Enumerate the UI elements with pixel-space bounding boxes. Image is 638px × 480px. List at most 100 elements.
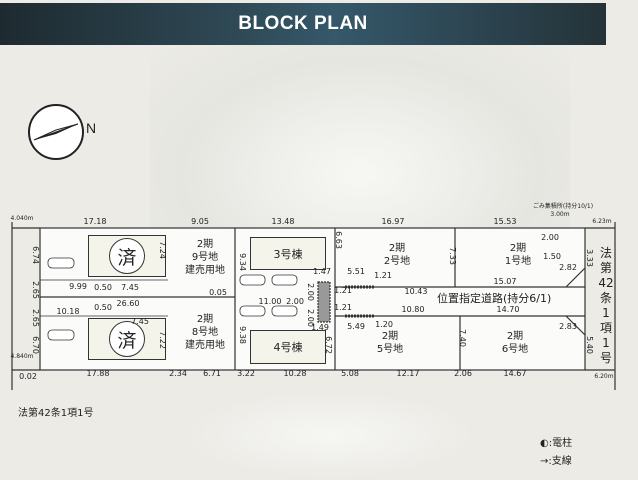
page-title: BLOCK PLAN: [238, 13, 368, 34]
dimension-label: 7.33: [448, 247, 457, 265]
dimension-label: 3.33: [585, 249, 594, 267]
dimension-label: 10.28: [283, 369, 307, 378]
building-lot9-sold: 済: [88, 235, 166, 277]
lot-label-line: 2期: [381, 331, 399, 342]
lot-label-line: 2期: [196, 314, 214, 325]
dimension-label: 1.21: [334, 286, 352, 295]
dimension-label: 12.17: [396, 369, 420, 378]
dimension-label: 6.71: [203, 369, 221, 378]
dimension-label: 15.53: [493, 217, 517, 226]
dimension-label: 17.88: [86, 369, 110, 378]
dimension-label: 7.45: [121, 283, 139, 292]
dimension-label: 5.40: [585, 336, 594, 354]
dimension-label: 7.40: [458, 329, 467, 347]
dimension-label: 0.50: [94, 303, 112, 312]
lot-label-line: 8号地: [191, 327, 219, 338]
dimension-label: 26.60: [116, 299, 140, 308]
dimension-label: 9.34: [238, 253, 247, 271]
dimension-label: 3.22: [237, 369, 255, 378]
background-photo: [180, 390, 480, 480]
utility-pole-icon: ◐: [540, 438, 549, 449]
dimension-label: 1.21: [334, 303, 352, 312]
dimension-label: 6.20m: [594, 373, 614, 380]
dimension-label: 2.82: [559, 263, 577, 272]
lot-label-line: 1号地: [504, 256, 532, 267]
sold-mark: 済: [109, 321, 145, 357]
dimension-label: 6.23m: [592, 218, 612, 225]
dimension-label: 2.83: [559, 322, 577, 331]
lot-label-line: 2号地: [383, 256, 411, 267]
legend-label: :支線: [548, 456, 572, 467]
dimension-label: 6.63: [334, 231, 343, 249]
dimension-label: 4.040m: [10, 215, 34, 222]
dimension-label: 16.97: [381, 217, 405, 226]
road-law-label: 法第42条1項1号: [18, 408, 94, 419]
dimension-label: 17.18: [83, 217, 107, 226]
dimension-label: 6.72: [324, 336, 333, 354]
lot-label-line: 建売用地: [185, 265, 225, 276]
public-road-label: 法 第 42 条 1 項 1 号: [598, 246, 614, 365]
dimension-label: 9.05: [191, 217, 209, 226]
lot-label-line: 建売用地: [185, 340, 225, 351]
dimension-label: 10.18: [56, 307, 80, 316]
dimension-label: 14.70: [496, 305, 520, 314]
lot-label-line: 2期: [388, 243, 406, 254]
dimension-label: 11.00: [258, 297, 282, 306]
dimension-label: 1.21: [374, 271, 392, 280]
dimension-label: 7.22: [158, 331, 167, 349]
dimension-label: 0.50: [94, 283, 112, 292]
private-road-label: 位置指定道路(持分6/1): [437, 292, 552, 305]
dimension-label: 2.00: [306, 283, 315, 301]
dimension-label: 1.50: [543, 252, 561, 261]
lot-label-lot8: 2期 8号地建売用地: [185, 313, 225, 352]
dimension-label: 1.20: [375, 320, 393, 329]
dimension-label: 2.65: [31, 281, 40, 299]
building-4: 4号棟: [250, 330, 326, 364]
building-lot8-sold: 済: [88, 318, 166, 360]
legend-label: :電柱: [548, 438, 573, 449]
dimension-label: 2.00: [541, 233, 559, 242]
compass-icon: [28, 104, 84, 160]
dimension-label: 2.00: [286, 297, 304, 306]
dimension-label: 1.49: [311, 323, 329, 332]
sold-mark: 済: [109, 238, 145, 274]
dimension-label: ごみ集積所(持分10/1): [532, 203, 594, 210]
dimension-label: 6.70: [31, 336, 40, 354]
dimension-label: 5.49: [347, 322, 365, 331]
lot-label-line: 2期: [509, 243, 527, 254]
dimension-label: 0.02: [19, 372, 37, 381]
dimension-label: 9.99: [69, 282, 87, 291]
dimension-label: 7.45: [131, 317, 149, 326]
dimension-label: 4.840m: [10, 353, 34, 360]
dimension-label: 14.67: [503, 369, 527, 378]
dimension-label: 9.38: [238, 326, 247, 344]
lot-label-line: 2期: [196, 239, 214, 250]
dimension-label: 5.51: [347, 267, 365, 276]
header-bar: BLOCK PLAN: [0, 3, 606, 45]
dimension-label: 10.80: [401, 305, 425, 314]
background-photo: [150, 40, 570, 230]
lot-label-lot9: 2期 9号地建売用地: [185, 238, 225, 277]
dimension-label: 6.74: [31, 246, 40, 264]
lot-label-line: 2期: [506, 331, 524, 342]
building-3: 3号棟: [250, 237, 326, 270]
dimension-label: 10.43: [404, 287, 428, 296]
dimension-label: 0.05: [209, 288, 227, 297]
dimension-label: 2.34: [169, 369, 187, 378]
dimension-label: 3.00m: [550, 211, 570, 218]
dimension-label: 7.24: [158, 241, 167, 259]
lot-label-line: 6号地: [501, 344, 529, 355]
north-label: N: [86, 120, 97, 136]
lot-label-line: 5号地: [376, 344, 404, 355]
dimension-label: 2.06: [454, 369, 472, 378]
dimension-label: 13.48: [271, 217, 295, 226]
dimension-label: 15.07: [493, 277, 517, 286]
dimension-label: 5.08: [341, 369, 359, 378]
parking-cars: [47, 257, 298, 341]
lot-label-line: 9号地: [191, 252, 219, 263]
legend-wire: →:支線: [540, 452, 572, 467]
